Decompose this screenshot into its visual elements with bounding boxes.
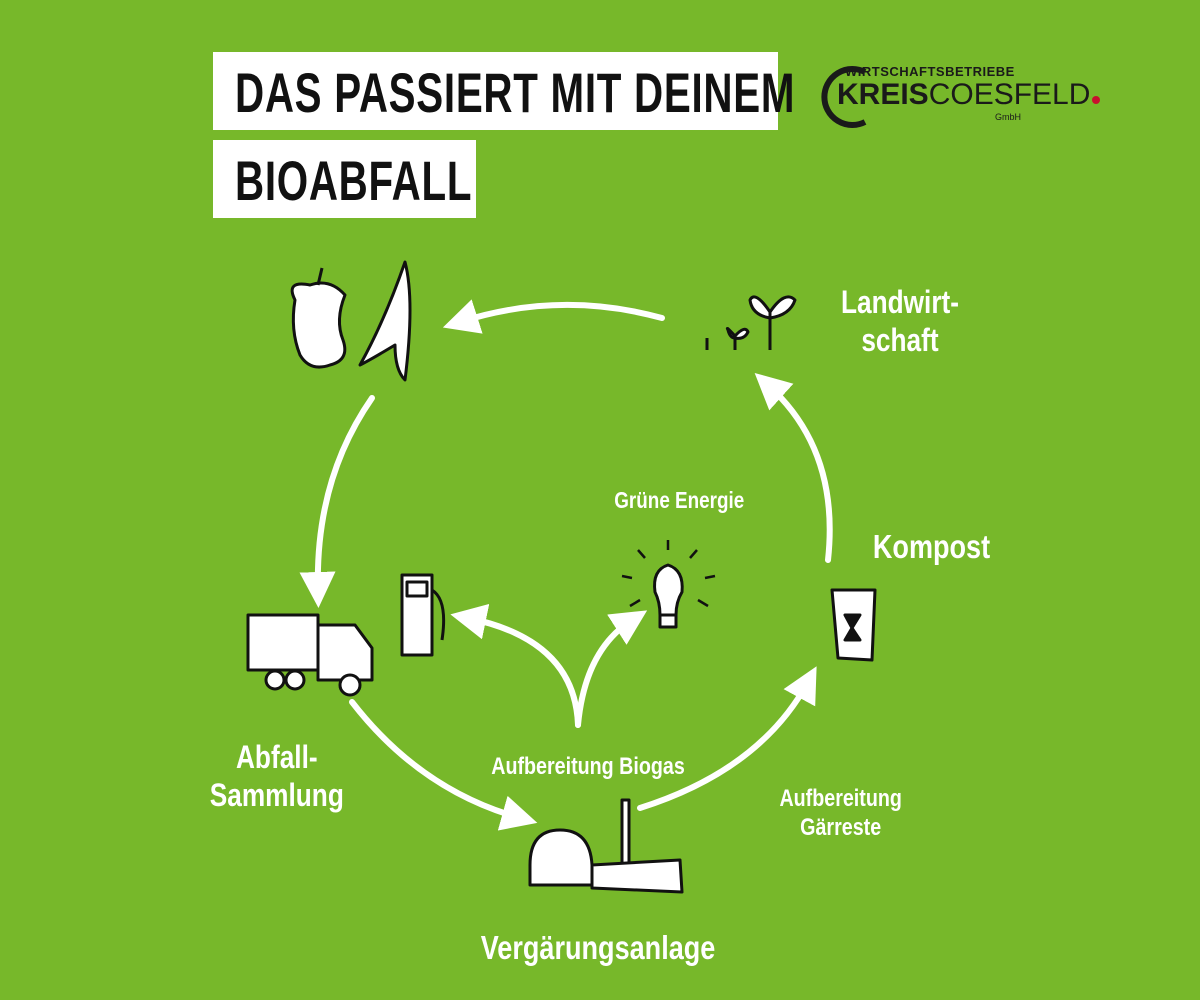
- logo-kreis: KREIS: [837, 78, 929, 111]
- label-landwirtschaft: Landwirt-schaft: [840, 284, 960, 359]
- truck-icon: [246, 613, 374, 697]
- logo-dot: [1092, 96, 1101, 104]
- arrow-to-bioabfall: [442, 299, 665, 334]
- label-kompost: Kompost: [872, 528, 991, 565]
- apple-core-icon: [290, 281, 347, 369]
- compost-bag-icon: [830, 588, 877, 662]
- arrow-to-landwirtschaft: [754, 372, 833, 563]
- arrow-to-anlage: [349, 699, 538, 831]
- logo-c-icon: [821, 66, 867, 128]
- lightbulb-icon: [653, 563, 684, 629]
- arrow-to-sammlung: [299, 395, 375, 608]
- biogas-plant-icon: [528, 798, 684, 894]
- arrow-to-energie: [575, 610, 648, 728]
- title-line-1: DAS PASSIERT MIT DEINEM: [235, 61, 796, 124]
- banana-peel-icon: [358, 260, 412, 382]
- arrow-to-tankstelle: [450, 604, 581, 728]
- label-vergaerungsanlage: Vergärungsanlage: [480, 929, 716, 966]
- logo-suffix: GmbH: [995, 112, 1022, 122]
- title-line-2-box: BIOABFALL: [213, 140, 476, 218]
- fuel-pump-icon: [400, 573, 446, 657]
- logo-top: WIRTSCHAFTSBETRIEBE: [845, 64, 1015, 79]
- title-line-1-box: DAS PASSIERT MIT DEINEM: [213, 52, 794, 130]
- light-rays-icon: [621, 540, 716, 608]
- label-aufbereitung-biogas: Aufbereitung Biogas: [491, 753, 685, 780]
- logo: WIRTSCHAFTSBETRIEBE KREISCOESFELD GmbH: [815, 62, 1101, 132]
- arrow-to-kompost: [637, 666, 817, 811]
- label-gruene-energie: Grüne Energie: [614, 487, 745, 513]
- title-line-2: BIOABFALL: [235, 149, 473, 212]
- seedlings-icon: [705, 295, 797, 350]
- logo-coesfeld: COESFELD: [928, 78, 1091, 111]
- label-abfall-sammlung: Abfall-Sammlung: [209, 739, 344, 814]
